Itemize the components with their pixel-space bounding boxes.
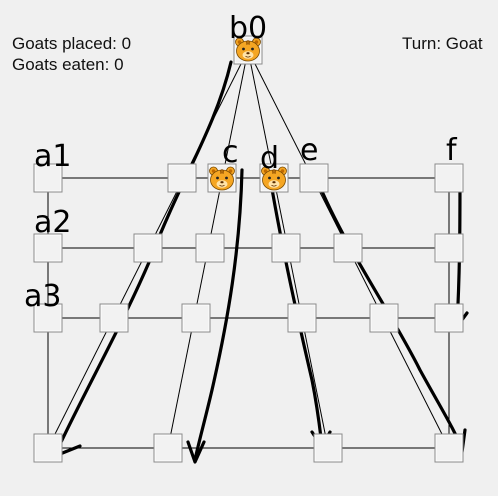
arrow-head bbox=[186, 440, 206, 464]
turn-indicator: Turn: Goat bbox=[402, 34, 483, 53]
board-node[interactable] bbox=[33, 163, 63, 193]
board-node[interactable] bbox=[271, 233, 301, 263]
label-a1: a1 bbox=[34, 139, 71, 174]
label-f: f bbox=[446, 133, 458, 168]
board-node[interactable] bbox=[99, 303, 129, 333]
label-d: d bbox=[260, 141, 279, 176]
tiger-face-icon[interactable] bbox=[209, 166, 235, 191]
board-node[interactable] bbox=[434, 433, 464, 463]
label-a3: a3 bbox=[24, 279, 61, 314]
board-node[interactable] bbox=[299, 163, 329, 193]
handwritten-labels: b0 a1 a2 a3 c d e f bbox=[24, 11, 458, 314]
board-node[interactable] bbox=[313, 433, 343, 463]
board-node[interactable] bbox=[333, 233, 363, 263]
board-node[interactable] bbox=[133, 233, 163, 263]
arrow-stroke bbox=[266, 163, 324, 448]
board-node[interactable] bbox=[287, 303, 317, 333]
goats-placed-counter: Goats placed: 0 bbox=[12, 34, 132, 53]
board-node[interactable] bbox=[434, 233, 464, 263]
board-node[interactable] bbox=[434, 303, 464, 333]
board-lines bbox=[47, 49, 450, 449]
label-e: e bbox=[300, 133, 318, 168]
hand-drawn-arrows bbox=[53, 60, 469, 464]
board-nodes bbox=[33, 35, 464, 463]
goats-eaten-counter: Goats eaten: 0 bbox=[12, 55, 124, 74]
label-a2: a2 bbox=[34, 205, 71, 240]
board-node[interactable] bbox=[195, 233, 225, 263]
board-node[interactable] bbox=[33, 433, 63, 463]
label-b0: b0 bbox=[229, 11, 267, 46]
arrow-stroke bbox=[193, 168, 244, 462]
board-node[interactable] bbox=[153, 433, 183, 463]
board-node[interactable] bbox=[33, 233, 63, 263]
board-node[interactable] bbox=[369, 303, 399, 333]
board-node[interactable] bbox=[167, 163, 197, 193]
arrow-stroke bbox=[312, 170, 464, 452]
board-node[interactable] bbox=[181, 303, 211, 333]
board-node[interactable] bbox=[33, 303, 63, 333]
label-c: c bbox=[222, 135, 239, 170]
board-node[interactable] bbox=[434, 163, 464, 193]
